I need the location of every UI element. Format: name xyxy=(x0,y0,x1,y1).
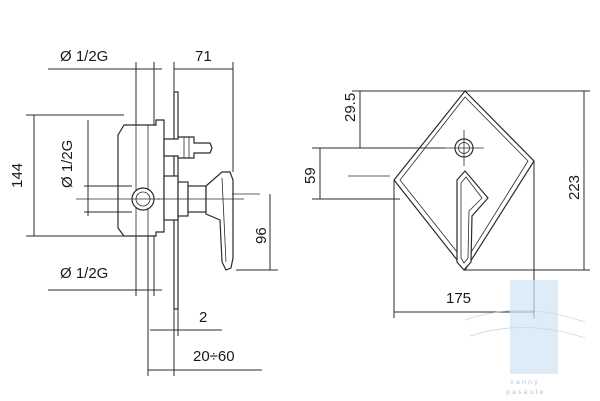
side-view: Ø 1/2G 71 144 Ø 1/2G 96 Ø 1/2G 2 xyxy=(9,48,278,376)
dim-outlet-side: Ø 1/2G xyxy=(59,140,76,188)
valve-body xyxy=(117,119,165,237)
watermark-line1: vanny xyxy=(510,378,540,386)
dim-top-offset: 29.5 xyxy=(342,93,359,122)
dim-overall-height: 223 xyxy=(566,175,583,200)
dim-wall-range: 20÷60 xyxy=(193,348,235,365)
dim-inlet-top: Ø 1/2G xyxy=(60,48,108,65)
cartridge xyxy=(163,175,179,221)
dim-depth: 71 xyxy=(195,48,212,65)
watermark-line2: pasaule xyxy=(506,388,545,396)
dim-handle-height: 96 xyxy=(253,227,270,244)
front-view: 29.5 59 223 175 xyxy=(302,90,590,318)
dim-overall-width: 175 xyxy=(446,290,471,307)
dim-inlet-bottom: Ø 1/2G xyxy=(60,265,108,282)
watermark-band xyxy=(510,280,558,374)
diverter-knob xyxy=(163,136,213,159)
dim-center-offset: 59 xyxy=(302,167,319,184)
watermark-logo: vanny pasaule xyxy=(464,280,586,396)
dim-plate-thickness: 2 xyxy=(199,309,207,326)
dim-height: 144 xyxy=(9,163,26,188)
lever-handle xyxy=(205,171,234,271)
